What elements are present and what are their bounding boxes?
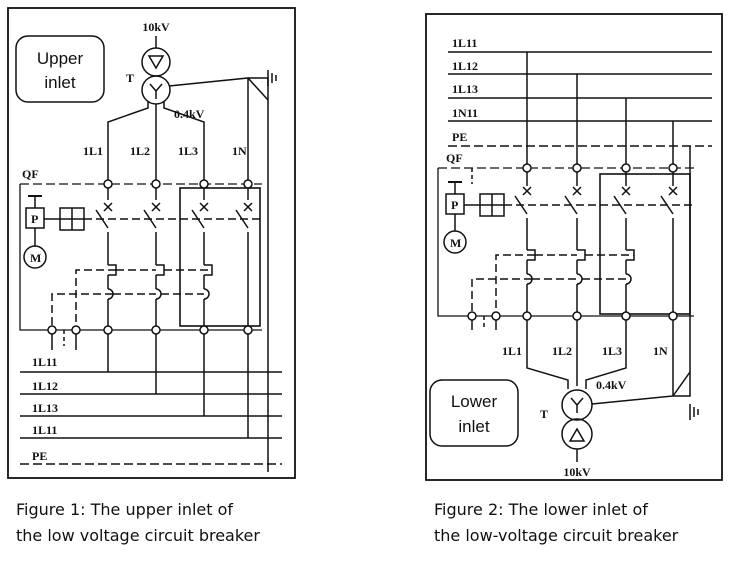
figure2-frame <box>425 13 723 481</box>
figure2-phase-label-l3: 1L3 <box>602 344 622 358</box>
figure1-caption: Figure 1: The upper inlet of the low vol… <box>16 497 260 549</box>
figure2-phase-label-l1: 1L1 <box>502 344 522 358</box>
figure1-inlet-label-line1: Upper <box>37 49 84 68</box>
figure2-transformer <box>526 146 699 462</box>
figure2-inlet-box <box>429 379 519 447</box>
figure2-transformer-label: T <box>540 407 548 421</box>
figure2-caption: Figure 2: The lower inlet of the low-vol… <box>434 497 678 549</box>
figure1-transformer-label: T <box>126 71 134 85</box>
figure2-breaker <box>437 163 694 330</box>
figure2-diagram <box>425 13 723 481</box>
figure1-lv-label: 0.4kV <box>174 107 205 121</box>
figure1-p-label: P <box>31 212 38 226</box>
figure1-transformer <box>107 36 277 472</box>
figure1-bus-label-4: 1L11 <box>32 423 57 437</box>
figure1-hv-label: 10kV <box>142 20 170 34</box>
figure1-phase-label-n: 1N <box>232 144 247 158</box>
figure1-bus-label-2: 1L12 <box>32 379 58 393</box>
figure2-caption-line2: the low-voltage circuit breaker <box>434 526 679 545</box>
figure2-poles <box>514 168 678 316</box>
figure2-inlet-label-line1: Lower <box>451 392 498 411</box>
figure2-breaker-label: QF <box>446 151 463 165</box>
figure2-inlet-label-line2: inlet <box>458 417 489 436</box>
figure2-bus-label-3: 1L13 <box>452 82 478 96</box>
figure1-frame <box>7 7 296 479</box>
figure2-caption-line1: Figure 2: The lower inlet of <box>434 500 648 519</box>
figure1-inlet-box <box>15 35 105 103</box>
figure2-phase-label-l2: 1L2 <box>552 344 572 358</box>
figure2-lv-label: 0.4kV <box>596 378 627 392</box>
figure1-motor-label: M <box>30 251 41 265</box>
figure1-bus-label-1: 1L11 <box>32 355 57 369</box>
figure1-breaker-label: QF <box>22 167 39 181</box>
figure1-bus-label-3: 1L13 <box>32 401 58 415</box>
figure2-p-label: P <box>451 198 458 212</box>
figure2-bus-label-4: 1N11 <box>452 106 478 120</box>
figure2-labels: 1L11 1L12 1L13 1N11 PE QF P M 1L1 1L2 1L… <box>446 36 668 479</box>
figure1-phase-label-l3: 1L3 <box>178 144 198 158</box>
figure1-breaker <box>19 179 262 346</box>
figure2-bus-label-2: 1L12 <box>452 59 478 73</box>
figure2-motor-label: M <box>450 236 461 250</box>
figure1-phase-label-l1: 1L1 <box>83 144 103 158</box>
figure1-phase-label-l2: 1L2 <box>130 144 150 158</box>
figure1-labels: Upper inlet 10kV T 0.4kV 1L1 1L2 1L3 1N … <box>22 20 247 463</box>
figure2-phase-label-n: 1N <box>653 344 668 358</box>
figure1-poles <box>95 184 253 330</box>
figure1-caption-line2: the low voltage circuit breaker <box>16 526 260 545</box>
figure1-diagram <box>7 7 296 479</box>
figure2-bus-label-1: 1L11 <box>452 36 477 50</box>
figure1-busbars <box>20 371 282 465</box>
figure1-caption-line1: Figure 1: The upper inlet of <box>16 500 234 519</box>
figure2-hv-label: 10kV <box>563 465 591 479</box>
figure2-bus-label-pe: PE <box>452 130 467 144</box>
figure1-inlet-label-line2: inlet <box>44 73 75 92</box>
figure1-bus-label-pe: PE <box>32 449 47 463</box>
figure2-busbars <box>448 51 712 147</box>
